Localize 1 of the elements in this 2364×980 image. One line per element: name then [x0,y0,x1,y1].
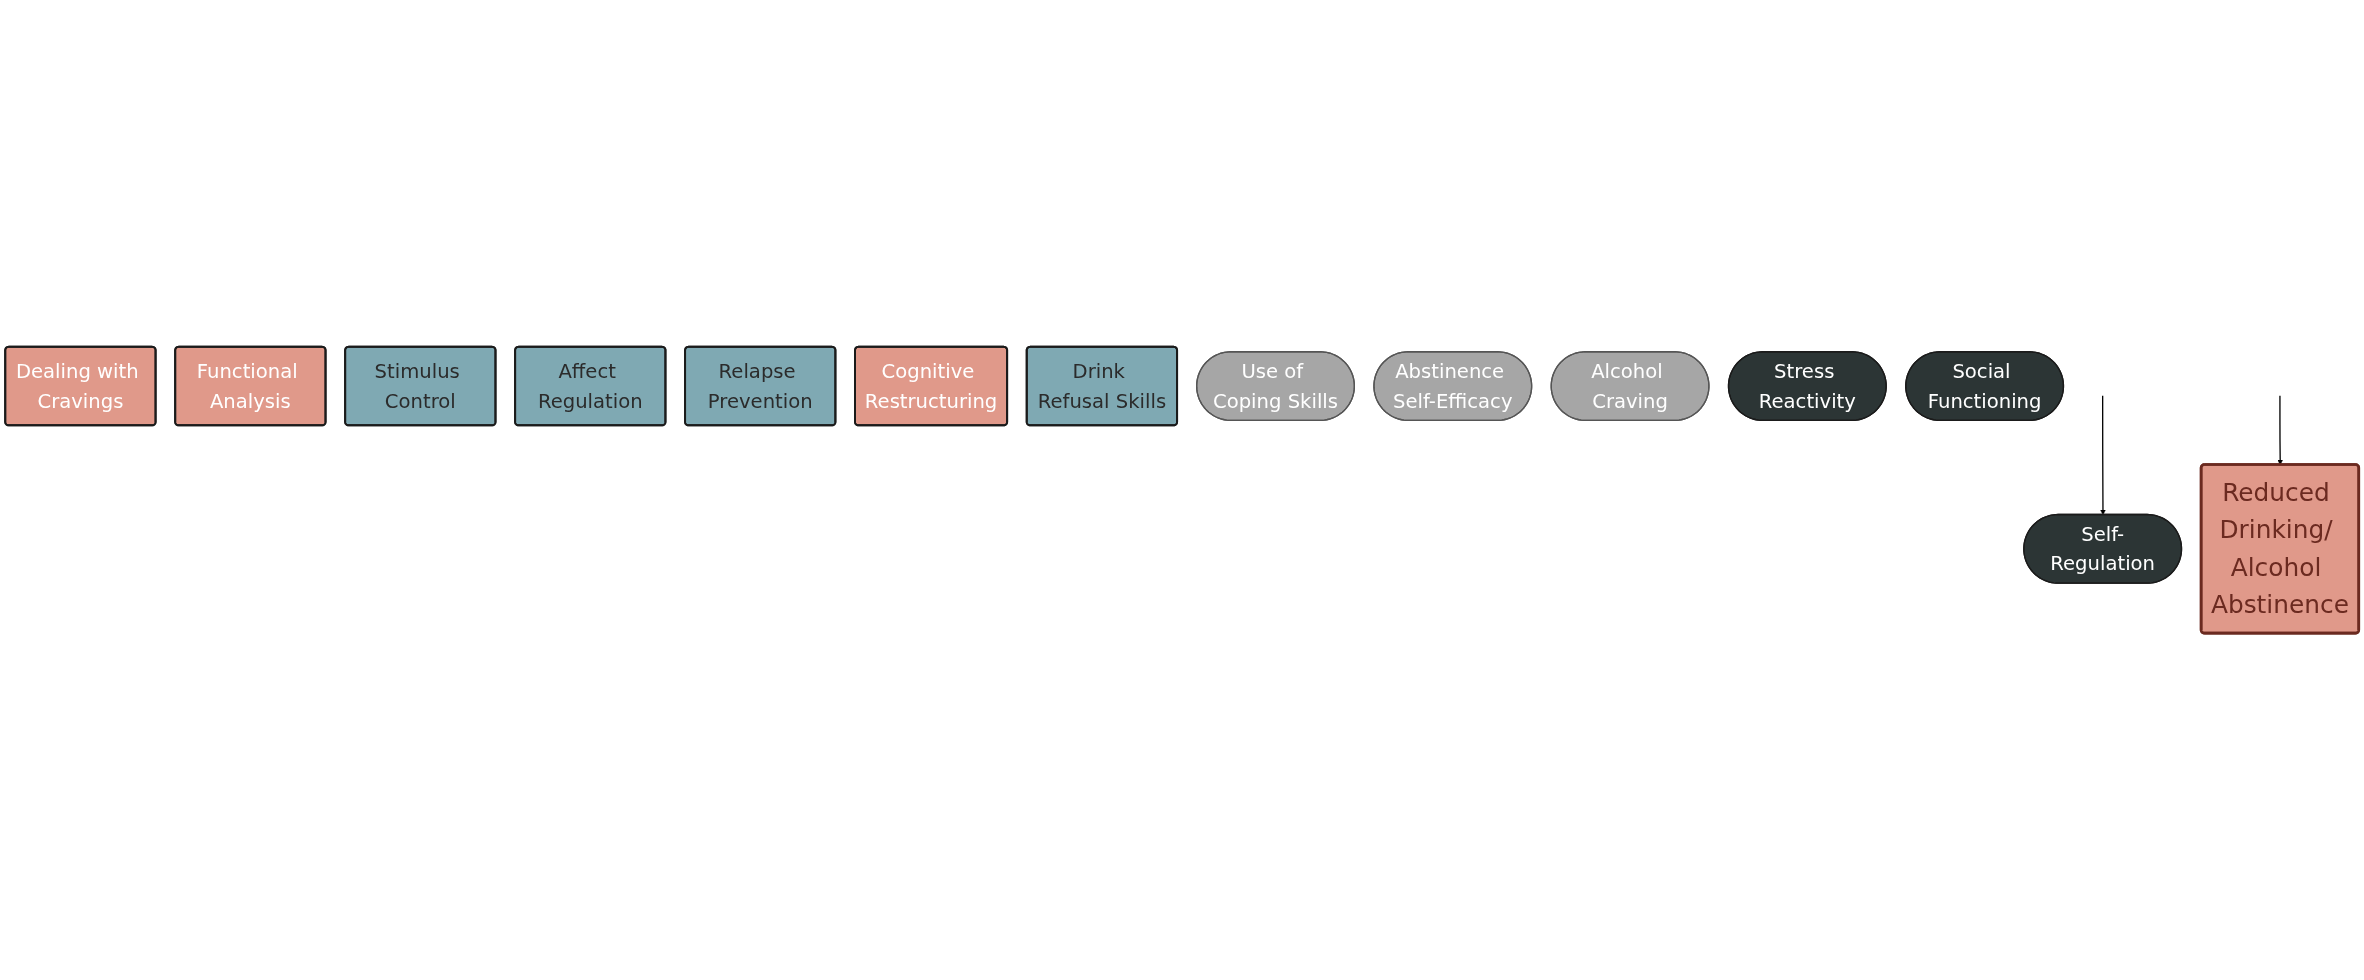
arrow [2100,395,2106,516]
